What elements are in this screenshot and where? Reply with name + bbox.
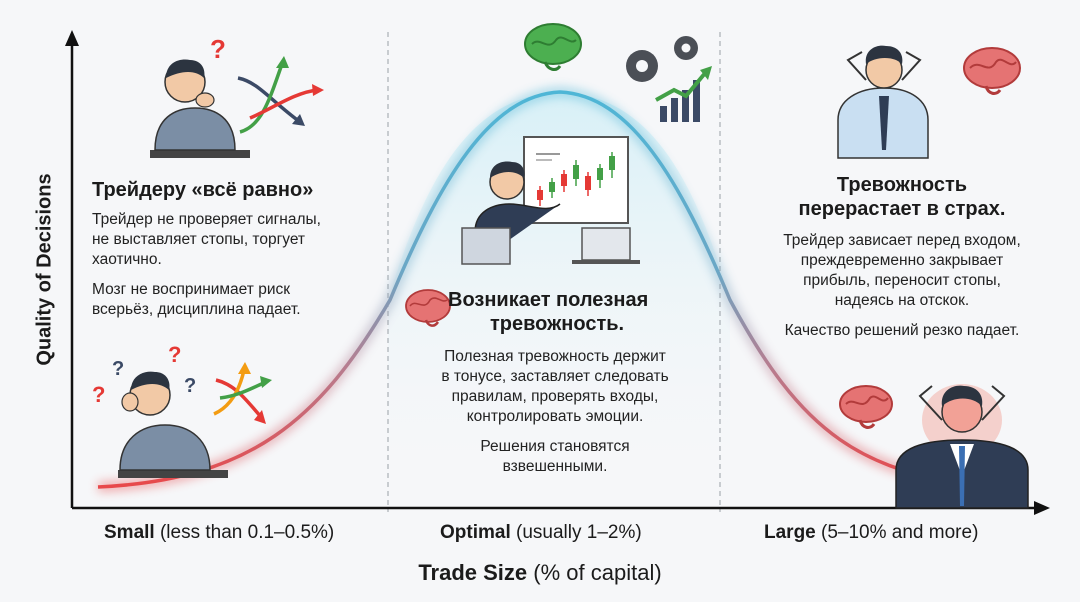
focused-trader-icon <box>461 136 640 265</box>
title-line: Тревожность <box>836 174 968 196</box>
x-category-detail: (5–10% and more) <box>815 522 979 543</box>
x-axis-title: Trade Size (% of capital) <box>0 560 1080 586</box>
x-category-detail: (usually 1–2%) <box>510 522 642 543</box>
growth-chart-icon <box>655 66 712 122</box>
x-axis-title-bold: Trade Size <box>418 560 528 585</box>
small-size-consequence: Мозг не воспринимает риск всерьёз, дисци… <box>92 280 356 320</box>
brain-icon <box>405 289 451 327</box>
title-line: тревожность. <box>490 313 625 335</box>
small-size-panel: Трейдеру «всё равно» Трейдер не проверяе… <box>92 178 356 320</box>
y-axis-title: Quality of Decisions <box>33 173 56 366</box>
optimal-size-description: Полезная тревожность держит в тонусе, за… <box>395 347 715 427</box>
curve-fill <box>388 92 730 505</box>
tangled-arrows-icon <box>237 56 324 134</box>
bell-curve <box>97 90 1011 489</box>
x-category-optimal: Optimal (usually 1–2%) <box>440 522 642 544</box>
text-line: Трейдер не проверяет сигналы, <box>92 211 321 228</box>
large-size-title: Тревожность перерастает в страх. <box>742 173 1062 221</box>
text-line: Трейдер зависает перед входом, <box>783 232 1021 249</box>
large-size-description: Трейдер зависает перед входом, преждевре… <box>742 231 1062 311</box>
x-axis-arrow <box>1034 501 1050 515</box>
large-size-panel: Тревожность перерастает в страх. Трейдер… <box>742 173 1062 341</box>
optimal-size-title: Возникает полезная тревожность. <box>448 288 674 336</box>
text-line: в тонусе, заставляет следовать <box>441 368 669 385</box>
confused-trader-icon <box>118 371 228 478</box>
text-line: Решения становятся <box>480 438 630 455</box>
optimal-size-panel: Полезная тревожность держит в тонусе, за… <box>395 347 715 477</box>
y-axis-arrow <box>65 30 79 46</box>
text-line: хаотично. <box>92 251 162 268</box>
text-line: Полезная тревожность держит <box>444 348 666 365</box>
text-line: правилам, проверять входы, <box>451 388 659 405</box>
stressed-trader-icon <box>837 45 929 159</box>
x-category-detail: (less than 0.1–0.5%) <box>154 522 335 543</box>
calm-brain-icon <box>524 23 582 71</box>
gears-icon <box>626 36 698 82</box>
x-axis-title-rest: (% of capital) <box>527 560 662 585</box>
anxious-brain-icon <box>963 47 1021 95</box>
x-category-name: Large <box>764 522 816 543</box>
text-line: взвешенными. <box>502 458 608 475</box>
question-mark-icon: ? <box>168 342 181 367</box>
text-line: всерьёз, дисциплина падает. <box>92 301 301 318</box>
title-line: перерастает в страх. <box>798 198 1006 220</box>
panicking-brain-icon <box>839 385 893 429</box>
large-size-consequence: Качество решений резко падает. <box>742 321 1062 341</box>
text-line: прибыль, переносит стопы, <box>803 272 1001 289</box>
indifferent-trader-icon <box>150 59 250 158</box>
small-size-title: Трейдеру «всё равно» <box>92 179 314 201</box>
x-category-name: Small <box>104 522 155 543</box>
text-line: надеясь на отскок. <box>834 292 970 309</box>
question-mark-icon: ? <box>92 382 105 407</box>
text-line: Мозг не воспринимает риск <box>92 281 291 298</box>
question-mark-icon: ? <box>112 358 124 380</box>
x-category-name: Optimal <box>440 522 511 543</box>
text-line: преждевременно закрывает <box>800 252 1004 269</box>
x-category-small: Small (less than 0.1–0.5%) <box>104 522 334 544</box>
tangled-arrows-icon <box>213 362 272 424</box>
text-line: Качество решений резко падает. <box>784 322 1020 339</box>
question-mark-icon: ? <box>184 375 196 397</box>
panicking-trader-icon <box>895 384 1029 509</box>
text-line: контролировать эмоции. <box>466 408 644 425</box>
x-category-large: Large (5–10% and more) <box>764 522 978 544</box>
small-size-description: Трейдер не проверяет сигналы, не выставл… <box>92 210 356 270</box>
question-mark-icon: ? <box>210 34 226 64</box>
title-line: Возникает полезная <box>448 289 649 311</box>
optimal-size-consequence: Решения становятся взвешенными. <box>395 437 715 477</box>
text-line: не выставляет стопы, торгует <box>92 231 306 248</box>
